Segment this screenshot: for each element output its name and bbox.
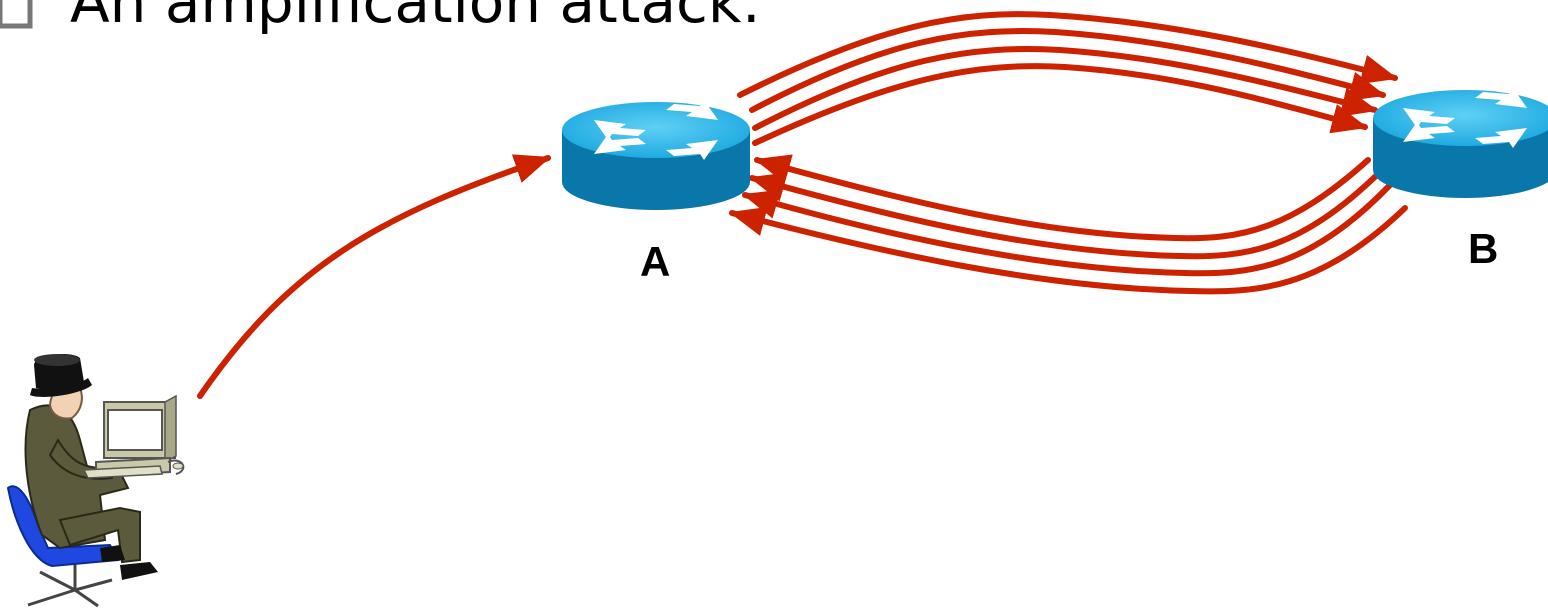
router-b <box>1373 88 1548 198</box>
router-a-label: A <box>640 238 670 285</box>
title-bullet-item: An amplification attack: <box>0 0 761 36</box>
arrow-b-to-a-3 <box>742 182 1393 277</box>
attacker-at-computer-icon <box>6 354 185 608</box>
bullet-square-icon <box>0 0 33 29</box>
arrow-attacker-to-a <box>197 154 551 399</box>
arrow-a-to-b-2 <box>749 28 1386 113</box>
arrow-a-to-b-3 <box>752 46 1378 131</box>
arrow-b-to-a-4 <box>729 205 1408 295</box>
router-icon <box>562 100 750 210</box>
arrow-b-to-a-1 <box>754 154 1371 242</box>
arrows-a-to-b <box>737 11 1398 146</box>
arrow-a-to-b-1 <box>737 11 1398 98</box>
bullet-text: An amplification attack: <box>70 0 761 36</box>
router-icon <box>1373 88 1548 198</box>
router-a <box>562 100 750 210</box>
arrow-b-to-a-2 <box>749 169 1383 260</box>
arrow-a-to-b-4 <box>752 63 1368 146</box>
router-b-label: B <box>1468 225 1498 272</box>
arrows-b-to-a <box>729 154 1408 295</box>
